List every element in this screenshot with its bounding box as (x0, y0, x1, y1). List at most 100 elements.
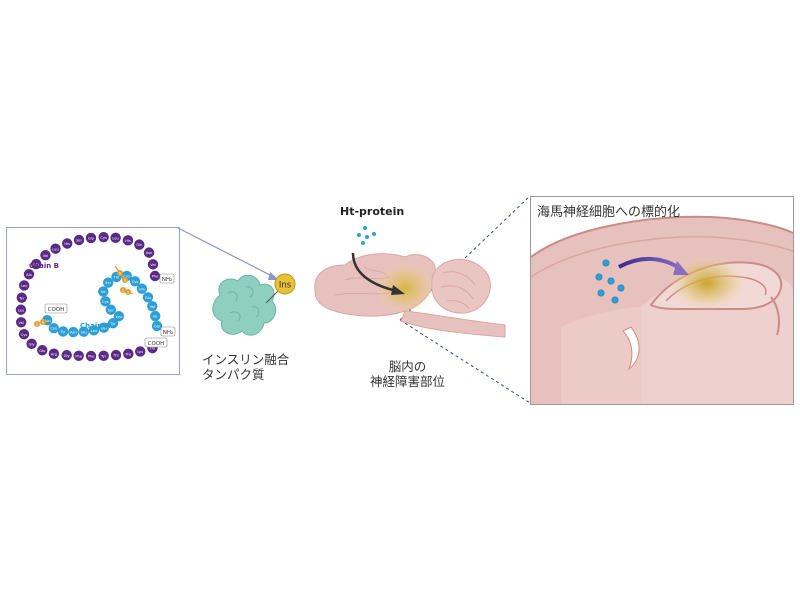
inner-region (561, 307, 641, 404)
zoom-line-bottom (399, 319, 531, 404)
svg-text:Pro: Pro (125, 352, 131, 356)
svg-text:His: His (64, 242, 70, 246)
cooh-b-tag: COOH (144, 337, 168, 348)
svg-text:Gln: Gln (139, 287, 145, 291)
chain-b-residue: Ser (73, 234, 85, 246)
cooh-a-tag: COOH (44, 303, 68, 314)
fusion-protein-label-line2: タンパク質 (202, 367, 265, 382)
chain-b-residue: Gly (61, 349, 72, 361)
svg-text:Tyr: Tyr (100, 354, 107, 358)
svg-text:Gly: Gly (29, 342, 36, 346)
svg-text:Cys: Cys (51, 327, 58, 331)
svg-text:Leu: Leu (112, 236, 118, 240)
disulfide-atom: S (120, 287, 126, 293)
chain-b-residue: Lys (135, 346, 146, 357)
svg-text:Ile: Ile (101, 290, 106, 294)
svg-text:Cys: Cys (21, 333, 28, 337)
chain-a-residue: Cys (129, 276, 141, 287)
svg-text:Gln: Gln (136, 243, 142, 247)
brain-site-label-line2: 神経障害部位 (370, 374, 446, 389)
chain-a-residue: Leu (113, 311, 125, 322)
chain-b-residue: Arg (48, 348, 60, 359)
svg-text:Thr: Thr (113, 276, 120, 280)
svg-text:COOH: COOH (48, 307, 65, 313)
fusion-protein-label: インスリン融合 タンパク質 (202, 352, 289, 382)
chain-a-residue: Gly (151, 320, 163, 332)
chain-b-residue: Thr (110, 349, 122, 361)
chain-b-residue: Gly (26, 338, 37, 350)
disulfide-atom: S (40, 319, 46, 325)
svg-text:Leu: Leu (116, 315, 122, 319)
svg-text:Val: Val (18, 321, 23, 325)
svg-text:Ser: Ser (76, 239, 82, 243)
svg-text:Thr: Thr (148, 347, 155, 351)
chain-a-residue: Tyr (107, 318, 119, 329)
svg-text:Cys: Cys (123, 275, 130, 279)
svg-text:Val: Val (150, 305, 155, 309)
target-glow (667, 255, 747, 311)
delivery-arrowhead (391, 285, 405, 295)
chain-a-residue: Glu (142, 292, 154, 303)
svg-text:COOH: COOH (148, 341, 165, 347)
svg-text:Tyr: Tyr (59, 330, 66, 334)
cortex-outline (531, 215, 793, 258)
chain-b-residue: Leu (50, 243, 61, 254)
nh2-b-tag: NH₂ (159, 273, 175, 284)
svg-text:Ser: Ser (108, 308, 114, 312)
chain-a-residue: Cys (100, 296, 111, 307)
svg-text:Leu: Leu (52, 247, 58, 251)
chain-b-residue: His (122, 235, 134, 246)
nh2-a-tag: NH₂ (160, 326, 176, 337)
svg-text:S: S (122, 288, 125, 292)
disulfide-atom: S (122, 277, 128, 283)
disulfide-atom: S (34, 321, 40, 327)
chain-a-residue: Asn (68, 326, 79, 338)
cerebellum (431, 258, 491, 314)
chain-b-residue: Cys (98, 231, 109, 243)
svg-text:NH₂: NH₂ (162, 277, 172, 283)
chain-b-residue: Phe (73, 350, 84, 361)
ventricle-opening (622, 326, 640, 371)
brain-site-label-line1: 脳内の (388, 359, 427, 374)
chain-a-residue: Gln (136, 283, 148, 294)
chain-a-label: Chain A (80, 322, 111, 330)
svg-text:Glu: Glu (145, 296, 151, 300)
svg-text:Asn: Asn (70, 331, 77, 335)
chain-b-residue: Glu (37, 345, 48, 356)
chain-a-residue: Ser (102, 277, 114, 288)
svg-text:S: S (127, 290, 130, 294)
svg-text:Leu: Leu (91, 329, 97, 333)
chain-b-residue: Pro (123, 348, 134, 360)
chain-b-label: Chain B (29, 262, 59, 270)
chain-b-residue: Tyr (16, 292, 27, 303)
svg-text:Phe: Phe (88, 355, 95, 359)
hippocampus-title: 海馬神経細胞への標的化 (537, 205, 681, 220)
fusion-protein-illustration: Ins (212, 273, 296, 336)
chain-b-residue: Leu (18, 280, 30, 291)
chain-b-residue: Leu (15, 304, 27, 315)
targeting-arrowhead (673, 261, 689, 275)
target-site-glow (375, 262, 435, 314)
ht-protein-dots (357, 226, 376, 245)
chain-b-residue: Val (15, 317, 27, 328)
chain-b-residue: His (62, 238, 73, 249)
svg-text:Arg: Arg (51, 352, 57, 356)
chain-a-residue: Gln (98, 322, 110, 333)
chain-b-residue: Val (147, 259, 159, 270)
svg-text:S: S (124, 278, 127, 282)
brain-site-label: 脳内の 神経障害部位 (370, 359, 445, 389)
chain-b-residue: Ala (23, 269, 35, 280)
chain-a-residue: Leu (88, 325, 100, 336)
chain-a-residue: Glu (78, 326, 90, 337)
svg-text:Ala: Ala (26, 273, 32, 277)
chain-b-residue: Glu (30, 258, 42, 270)
chain-b-residue: Gln (134, 239, 145, 250)
ht-protein-label: Ht-protein (340, 205, 404, 218)
svg-text:Val: Val (150, 263, 155, 267)
svg-text:Cys: Cys (100, 236, 107, 240)
ventricle-edge (770, 296, 780, 336)
svg-text:Glu: Glu (33, 263, 39, 267)
chain-a-residue: Ser (105, 304, 117, 315)
